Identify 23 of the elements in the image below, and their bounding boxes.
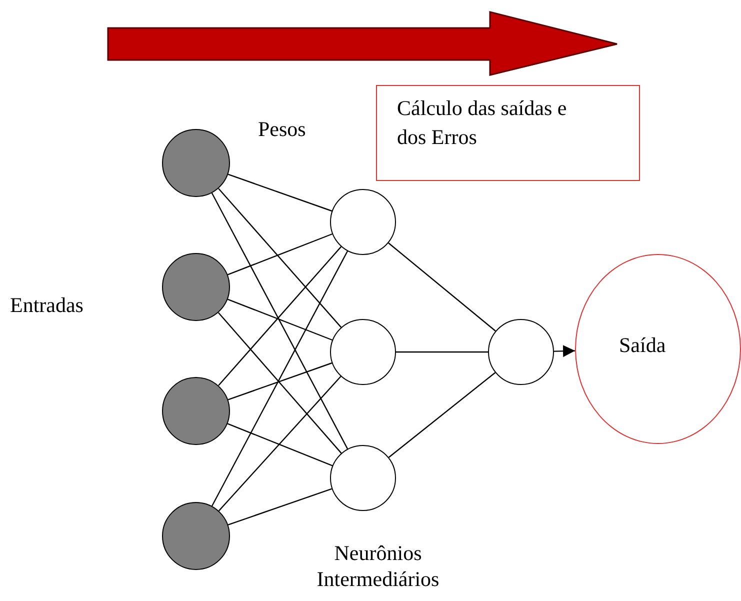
text-label: Neurônios Intermediários (316, 541, 440, 592)
connection-line (211, 192, 348, 450)
output-ellipse (575, 254, 741, 444)
note-box (376, 85, 640, 181)
connection-line (218, 246, 342, 386)
connection-line (228, 362, 332, 400)
text-label: Entradas (10, 293, 84, 317)
connection-line (218, 376, 342, 512)
connection-line (227, 423, 333, 466)
node-text: Cálculo das saídas e dos Erros (397, 95, 568, 152)
connection-line (227, 233, 332, 276)
connection-line (388, 372, 496, 458)
arrow (554, 345, 576, 358)
connection-line (218, 188, 342, 328)
connection-line (228, 174, 332, 212)
connection-line (396, 351, 488, 353)
node-text: Saída (619, 333, 666, 358)
connection-line (211, 250, 348, 506)
text-label: Pesos (258, 117, 306, 141)
connection-line (388, 242, 496, 332)
connection-line (218, 312, 342, 454)
connection-line (227, 298, 332, 341)
connection-line (228, 488, 332, 526)
